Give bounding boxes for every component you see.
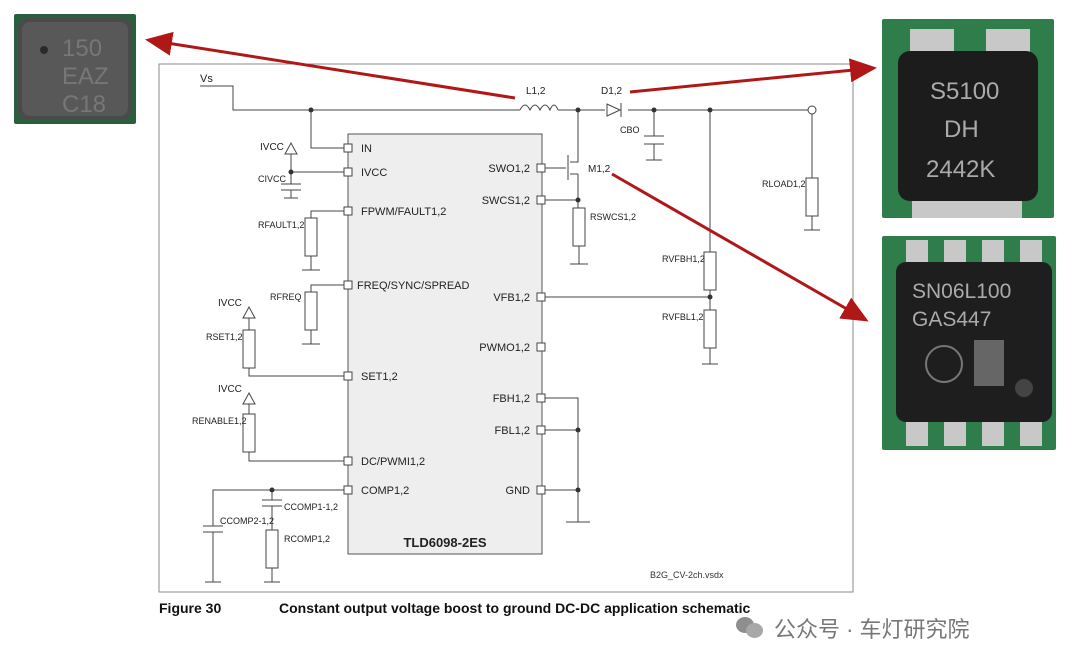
ccomp1-label: CCOMP1-1,2 (284, 502, 338, 512)
inductor-photo: 150 EAZ C18 (14, 14, 136, 124)
ivcc-top-label: IVCC (260, 142, 284, 153)
rcomp-label: RCOMP1,2 (284, 534, 330, 544)
pin-in-label: IN (361, 143, 372, 155)
pin-set-label: SET1,2 (361, 371, 398, 383)
mosfet-label: M1,2 (588, 164, 611, 175)
inductor-marking-3: C18 (62, 91, 106, 118)
ic-name: TLD6098-2ES (403, 535, 486, 550)
diode-photo: S5100 DH 2442K (882, 19, 1054, 218)
pin-vfb-label: VFB1,2 (493, 292, 530, 304)
arrow-to-mosfet (611, 172, 869, 322)
pin-pwmo-label: PWMO1,2 (479, 342, 530, 354)
diode-marking-2: DH (944, 116, 979, 143)
vs-label: Vs (200, 73, 213, 85)
rvfbl-label: RVFBL1,2 (662, 312, 703, 322)
mosfet-marking-1: SN06L100 (912, 280, 1011, 303)
pin-fpwm-label: FPWM/FAULT1,2 (361, 206, 446, 218)
ic-body (347, 133, 543, 555)
arrow-to-inductor (145, 31, 516, 100)
ivcc-set-label: IVCC (218, 298, 242, 309)
ccomp2-label: CCOMP2-1,2 (220, 516, 274, 526)
diode-label: D1,2 (601, 86, 623, 97)
pin-swcs-label: SWCS1,2 (482, 195, 530, 207)
wechat-icon (736, 617, 764, 639)
pin-freq-label: FREQ/SYNC/SPREAD (357, 280, 470, 292)
rvfbh-label: RVFBH1,2 (662, 254, 705, 264)
inductor-marking-1: 150 (62, 35, 102, 62)
rload-label: RLOAD1,2 (762, 179, 806, 189)
mosfet-marking-2: GAS447 (912, 308, 991, 331)
rfreq-label: RFREQ (270, 292, 302, 302)
mosfet-photo-graphic: SN06L100 GAS447 (896, 240, 1052, 446)
renable-label: RENABLE1,2 (192, 416, 247, 426)
pin-fbl-label: FBL1,2 (495, 425, 530, 437)
cbo-label: CBO (620, 125, 640, 135)
pin-dc-label: DC/PWMI1,2 (361, 456, 425, 468)
rfault-label: RFAULT1,2 (258, 220, 304, 230)
civcc-label: CIVCC (258, 174, 287, 184)
inductor-label: L1,2 (526, 86, 546, 97)
diode-marking-3: 2442K (926, 156, 995, 183)
diode-marking-1: S5100 (930, 78, 999, 105)
rswcs-label: RSWCS1,2 (590, 212, 636, 222)
pin-fbh-label: FBH1,2 (493, 393, 530, 405)
figure-title: Constant output voltage boost to ground … (279, 600, 751, 616)
diode-photo-graphic: S5100 DH 2442K (898, 29, 1038, 218)
watermark: 公众号 · 车灯研究院 (736, 612, 970, 644)
figure-number: Figure 30 (159, 600, 222, 616)
pin-swo-label: SWO1,2 (488, 163, 530, 175)
watermark-text: 公众号 · 车灯研究院 (774, 617, 970, 642)
pin-gnd-label: GND (506, 485, 531, 497)
ivcc-enable-label: IVCC (218, 384, 242, 395)
arrow-to-diode (629, 58, 877, 94)
pin-ivcc-label: IVCC (361, 167, 387, 179)
inductor-photo-graphic: 150 EAZ C18 (18, 18, 132, 120)
mosfet-photo: SN06L100 GAS447 (882, 236, 1056, 450)
file-name: B2G_CV-2ch.vsdx (650, 570, 724, 580)
inductor-marking-2: EAZ (62, 63, 109, 90)
pin-comp-label: COMP1,2 (361, 485, 409, 497)
schematic-frame (158, 63, 854, 593)
rset-label: RSET1,2 (206, 332, 243, 342)
